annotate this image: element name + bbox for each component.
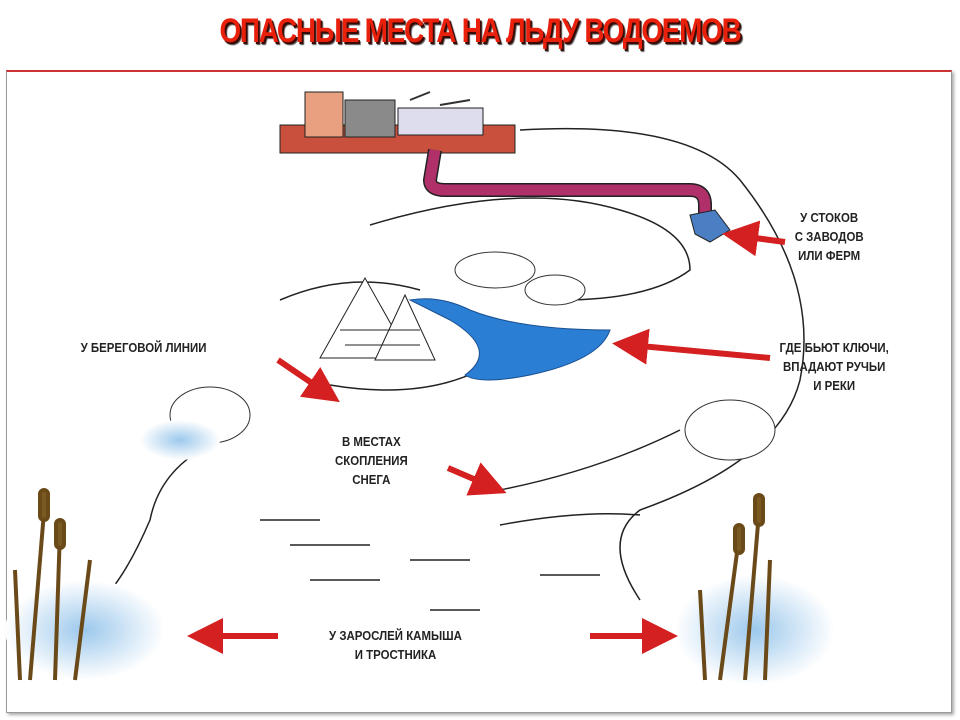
label-reeds: У ЗАРОСЛЕЙ КАМЫША И ТРОСТНИКА: [329, 626, 462, 664]
label-shoreline: У БЕРЕГОВОЙ ЛИНИИ: [81, 338, 207, 357]
label-snow: В МЕСТАХ СКОПЛЕНИЯ СНЕГА: [335, 432, 408, 489]
label-springs: ГДЕ БЬЮТ КЛЮЧИ, ВПАДАЮТ РУЧЬИ И РЕКИ: [779, 338, 888, 395]
label-line: В МЕСТАХ: [341, 434, 401, 449]
label-line: ИЛИ ФЕРМ: [798, 248, 861, 263]
factory-icon: [279, 91, 516, 154]
reed-pool-left: [5, 580, 165, 680]
label-line: У СТОКОВ: [800, 210, 859, 225]
illustration-frame: [6, 70, 952, 713]
bushes: [169, 251, 776, 461]
reeds-right: [698, 493, 772, 681]
label-line: ГДЕ БЬЮТ КЛЮЧИ,: [779, 340, 889, 355]
label-line: И ТРОСТНИКА: [354, 647, 437, 662]
page-title: ОПАСНЫЕ МЕСТА НА ЛЬДУ ВОДОЕМОВ: [219, 12, 741, 50]
arrow-drains: [722, 220, 786, 257]
label-drains: У СТОКОВ С ЗАВОДОВ ИЛИ ФЕРМ: [795, 208, 864, 265]
label-line: СНЕГА: [352, 472, 391, 487]
arrow-springs: [612, 328, 771, 365]
label-line: ВПАДАЮТ РУЧЬИ: [782, 359, 886, 374]
reeds-left: [13, 488, 92, 681]
shoreline-lines: [89, 127, 805, 611]
snowy-trees: [319, 276, 436, 361]
arrow-snow: [446, 462, 507, 496]
label-line: У БЕРЕГОВОЙ ЛИНИИ: [80, 340, 207, 355]
arrow-shoreline: [276, 357, 340, 403]
open-water: [408, 298, 611, 381]
label-line: С ЗАВОДОВ: [794, 229, 864, 244]
reed-pool-right: [675, 575, 835, 685]
label-line: СКОПЛЕНИЯ: [334, 453, 408, 468]
label-line: И РЕКИ: [813, 378, 856, 393]
label-line: У ЗАРОСЛЕЙ КАМЫША: [329, 628, 462, 643]
arrows: [187, 220, 786, 654]
